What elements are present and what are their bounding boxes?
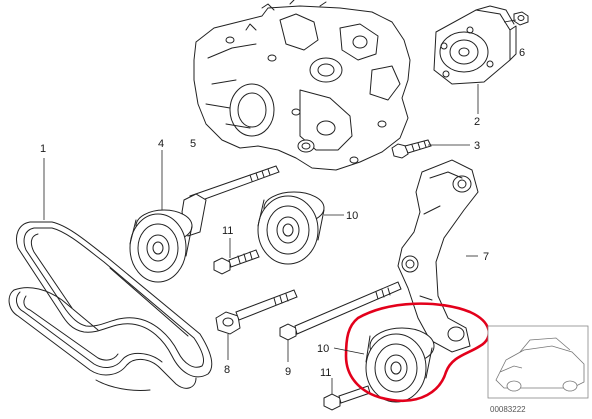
part-label-11-upper: 11 (222, 225, 233, 237)
bolt-part-3 (391, 139, 432, 159)
idler-pulley-part-10-lower (365, 327, 435, 403)
diagram-code: 00083222 (490, 405, 526, 414)
part-label-10-lower: 10 (317, 343, 329, 355)
part-label-3: 3 (474, 140, 480, 152)
part-label-1: 1 (40, 143, 46, 155)
part-label-5: 5 (190, 138, 196, 150)
part-label-6: 6 (519, 47, 525, 59)
idler-pulley-part-10-top (257, 191, 325, 265)
engine-front-cover (193, 0, 411, 171)
part-label-9: 9 (285, 366, 291, 378)
part-label-11-lower: 11 (320, 367, 331, 379)
part-label-4: 4 (158, 138, 164, 150)
part-label-8: 8 (224, 364, 230, 376)
part-label-10-top: 10 (346, 210, 358, 222)
highlight-outline (344, 302, 491, 403)
leader-lines (43, 19, 517, 394)
bolt-part-8 (215, 289, 298, 335)
bolt-part-9 (279, 281, 402, 341)
vehicle-locator-thumbnail: 00083222 (487, 325, 589, 414)
part-number-labels: 1 2 3 4 5 6 7 8 9 10 10 11 11 (40, 47, 525, 379)
spacer-sleeve-part-5 (297, 139, 315, 153)
part-label-7: 7 (483, 251, 489, 263)
belt-tensioner-part-2 (433, 5, 517, 85)
bolt-part-11-upper (213, 249, 260, 275)
part-label-2: 2 (474, 116, 480, 128)
nut-part-6 (513, 11, 529, 26)
idler-pulley-left (129, 209, 193, 283)
ribbed-drive-belt-part-1 (8, 221, 213, 391)
